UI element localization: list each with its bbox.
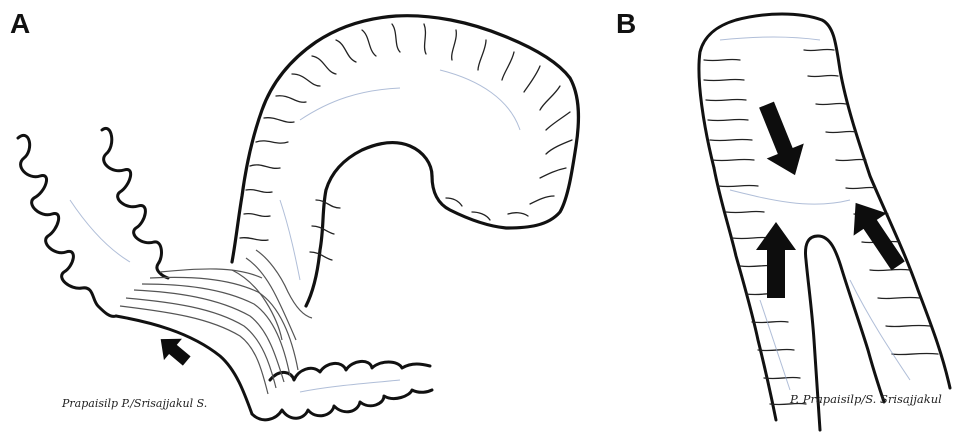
panel-a-label: A <box>10 8 30 40</box>
panel-a-haustra <box>240 24 572 260</box>
panel-b-drawing <box>699 14 950 430</box>
panel-b-arrow-icon-up-left <box>756 222 796 298</box>
panel-a-drawing <box>18 16 578 420</box>
panel-a-shading <box>70 70 520 392</box>
panel-a-bottom-limb-lower-wall <box>252 390 432 420</box>
panel-a-bottom-limb-upper-wall <box>270 361 430 380</box>
panel-b-arrow-icon-up-right <box>839 192 915 277</box>
panel-a-left-limb-outer-wall <box>18 135 116 316</box>
panel-a-colon-inner-wall <box>306 143 432 306</box>
panel-a-left-limb-inner-wall <box>102 128 168 278</box>
panel-b-credit: P. Prapaisilp/S. Srisajjakul <box>790 392 942 406</box>
panel-a-arrow-icon <box>152 328 196 371</box>
panel-b-label: B <box>616 8 636 40</box>
panel-b-top-outer-wall <box>699 14 950 388</box>
panel-b-arrow-icon-down <box>748 97 814 182</box>
panel-b-right-limb-inner-wall <box>818 236 884 402</box>
panel-b-haustra <box>704 49 938 404</box>
panel-a-credit: Prapaisilp P./Srisajjakul S. <box>62 397 207 410</box>
panel-a-colon-outer-wall <box>232 16 578 262</box>
